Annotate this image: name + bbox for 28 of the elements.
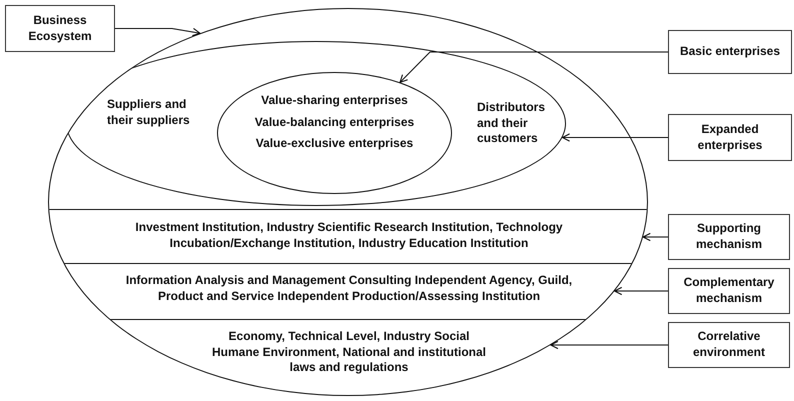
arrow (642, 232, 668, 242)
arrow (562, 133, 668, 142)
enterprise-ellipse (66, 41, 566, 206)
node-label: Basic enterprises (680, 44, 780, 60)
node-label: Distributors and their customers (477, 100, 546, 147)
core-ellipse (217, 72, 452, 194)
node-label: Correlative environment (692, 329, 766, 361)
node-label: Supporting mechanism (694, 221, 764, 253)
label-box (668, 30, 792, 74)
node-label: Complementary mechanism (682, 275, 776, 307)
node-label: Suppliers and their suppliers (107, 97, 191, 128)
node-label: Value-balancing enterprises (254, 114, 414, 130)
node-label: Business Ecosystem (27, 12, 93, 44)
label-box (668, 114, 792, 161)
node-label: Economy, Technical Level, Industry Social Humane Environment, National and institutional laws and regulations (211, 329, 487, 376)
arrow (614, 286, 668, 296)
arrow (399, 52, 668, 83)
node-label: Investment Institution, Industry Scientific Research Institution, Technology Incubation/Exchange Institution, Industry Education Institution (134, 220, 564, 252)
label-box (668, 322, 790, 368)
node-label: Value-exclusive enterprises (256, 136, 414, 152)
label-box (5, 5, 115, 52)
arrow (550, 340, 668, 350)
node-label: Expanded enterprises (696, 122, 764, 154)
label-box (668, 268, 790, 314)
node-label: Information Analysis and Management Consulting Independent Agency, Guild, Product and Service Independent Production/Assessing Institution (124, 273, 574, 304)
node-label: Value-sharing enterprises (261, 93, 408, 109)
label-box (668, 214, 790, 260)
arrow (114, 28, 201, 36)
